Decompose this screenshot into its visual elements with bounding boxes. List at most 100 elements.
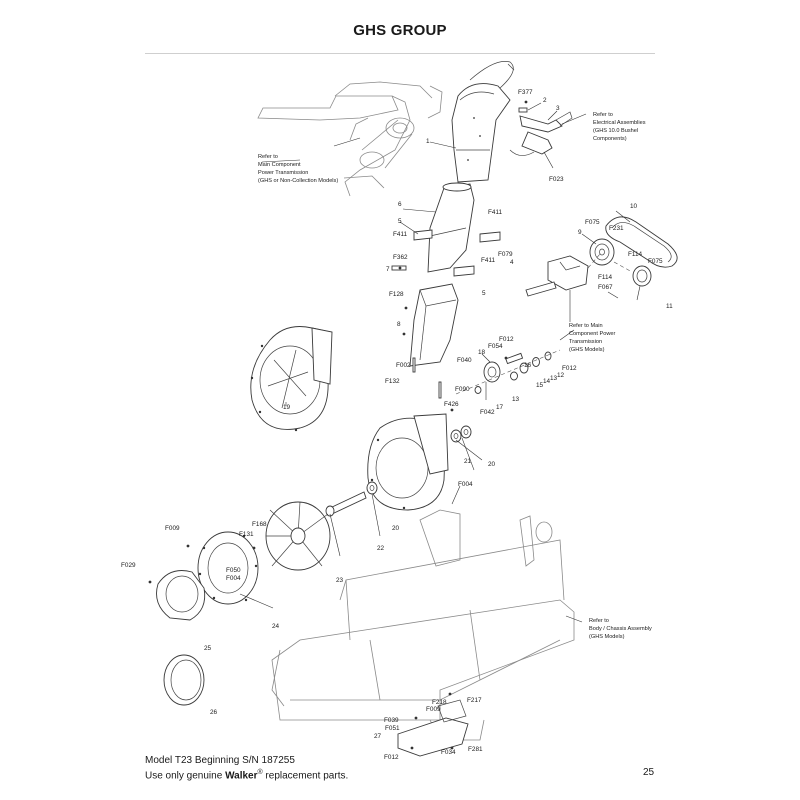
callout-14: 14 xyxy=(543,378,551,385)
callout-F054: F054 xyxy=(488,343,503,350)
callout-F231: F231 xyxy=(609,225,624,232)
callout-5-upper: 5 xyxy=(398,218,402,225)
part-25-inlet-adapter xyxy=(156,570,206,621)
callout-F002: F002 xyxy=(396,362,411,369)
reference-notes: Refer to Electrical Assemblies (GHS 10.0… xyxy=(258,112,652,640)
page-number: 25 xyxy=(643,767,655,778)
callout-15: 15 xyxy=(536,382,544,389)
callout-17: 17 xyxy=(496,404,504,411)
callout-20-lower: 20 xyxy=(392,525,400,532)
callout-6: 6 xyxy=(398,201,402,208)
bearing-shaft-cluster xyxy=(455,349,561,395)
callout-25: 25 xyxy=(204,645,212,652)
footer-brand: Walker xyxy=(225,770,258,782)
callout-1: 1 xyxy=(426,138,430,145)
callout-F132: F132 xyxy=(385,378,400,385)
part-21-fan-housing-front xyxy=(367,413,449,511)
callout-F426: F426 xyxy=(444,401,459,408)
callout-F217: F217 xyxy=(467,697,482,704)
part-23-impeller xyxy=(265,501,331,571)
note-component-power-line3: Transmission xyxy=(569,339,602,345)
part-26-hose-ring xyxy=(163,654,205,706)
callout-F075-upper: F075 xyxy=(585,219,600,226)
callout-3: 3 xyxy=(556,105,560,112)
fastener-markers xyxy=(148,100,528,750)
callout-F012-right: F012 xyxy=(562,365,577,372)
callout-18: 18 xyxy=(478,349,486,356)
callout-5-lower: 5 xyxy=(482,290,486,297)
part-callouts: F377 2 3 1 F023 6 5 F411 F411 F079 F411 … xyxy=(121,89,673,761)
note-main-power-line4: (GHS or Non-Collection Models) xyxy=(258,178,338,184)
callout-22: 22 xyxy=(377,545,385,552)
callout-F411-lower: F411 xyxy=(481,257,496,264)
callout-F411-right: F411 xyxy=(488,209,503,216)
note-electrical-line2: Electrical Assemblies xyxy=(593,120,646,126)
note-component-power-line2: Component Power xyxy=(569,331,615,337)
callout-F034: F034 xyxy=(441,749,456,756)
part-6-upper-boot xyxy=(427,182,475,273)
note-chassis-line3: (GHS Models) xyxy=(589,634,625,640)
callout-F040: F040 xyxy=(457,357,472,364)
part-22-fan-shaft xyxy=(325,491,367,517)
footer-registered-mark: ® xyxy=(257,769,263,776)
callout-13-left: 13 xyxy=(512,396,520,403)
note-component-power-line4: (GHS Models) xyxy=(569,347,605,353)
callout-16: 16 xyxy=(524,362,532,369)
part-5-brackets xyxy=(391,229,501,277)
callout-F362: F362 xyxy=(393,254,408,261)
callout-F042: F042 xyxy=(480,409,495,416)
part-27-bracket xyxy=(397,699,469,757)
callout-F075-lower: F075 xyxy=(648,258,663,265)
note-chassis-line1: Refer to xyxy=(589,618,609,624)
callout-F023: F023 xyxy=(549,176,564,183)
callout-24: 24 xyxy=(272,623,280,630)
callout-10: 10 xyxy=(630,203,638,210)
callout-F050: F050 xyxy=(226,567,241,574)
callout-F131: F131 xyxy=(239,531,254,538)
note-chassis-line2: Body / Chassis Assembly xyxy=(589,626,652,632)
note-electrical-line1: Refer to xyxy=(593,112,613,118)
ghost-power-transmission xyxy=(257,81,443,197)
title-divider xyxy=(145,53,655,54)
note-electrical-line4: Components) xyxy=(593,136,627,142)
part-19-fan-housing-rear xyxy=(250,326,333,432)
callout-F012-upper: F012 xyxy=(499,336,514,343)
callout-F067: F067 xyxy=(598,284,613,291)
callout-F411-left: F411 xyxy=(393,231,408,238)
callout-26: 26 xyxy=(210,709,218,716)
callout-F029: F029 xyxy=(121,562,136,569)
callout-F051: F051 xyxy=(385,725,400,732)
callout-F090: F090 xyxy=(455,386,470,393)
callout-F114-right: F114 xyxy=(628,251,643,258)
callout-8: 8 xyxy=(397,321,401,328)
note-component-power-line1: Refer to Main xyxy=(569,323,603,329)
callout-19: 19 xyxy=(283,404,291,411)
footer: Model T23 Beginning S/N 187255 Use only … xyxy=(145,755,348,782)
callout-F281: F281 xyxy=(468,746,483,753)
callout-F218: F218 xyxy=(432,699,447,706)
ghost-chassis xyxy=(271,509,575,741)
callout-12: 12 xyxy=(557,372,565,379)
callout-2: 2 xyxy=(543,97,547,104)
note-main-power-line1: Refer to xyxy=(258,154,278,160)
callout-13-right: 13 xyxy=(550,375,558,382)
callout-F009-lower: F009 xyxy=(426,706,441,713)
drive-assembly xyxy=(525,216,678,297)
page-title: GHS GROUP xyxy=(353,22,447,39)
footer-parts-line: Use only genuine Walker® replacement par… xyxy=(145,767,348,782)
callout-F114-left: F114 xyxy=(598,274,613,281)
callout-F004-lower: F004 xyxy=(226,575,241,582)
part-8-lower-chute xyxy=(409,283,459,367)
part-20-bearings xyxy=(366,425,472,495)
note-main-power-line3: Power Transmission xyxy=(258,170,308,176)
part-24-inlet-ring xyxy=(197,531,259,605)
footer-model-line: Model T23 Beginning S/N 187255 xyxy=(145,755,295,766)
callout-9: 9 xyxy=(578,229,582,236)
callout-F377: F377 xyxy=(518,89,533,96)
footer-prefix: Use only genuine xyxy=(145,770,226,782)
callout-F012-lower: F012 xyxy=(384,754,399,761)
callout-F079: F079 xyxy=(498,251,513,258)
note-electrical-line3: (GHS 10.0 Bushel xyxy=(593,128,638,134)
note-main-power-line2: Main Component xyxy=(258,162,301,168)
